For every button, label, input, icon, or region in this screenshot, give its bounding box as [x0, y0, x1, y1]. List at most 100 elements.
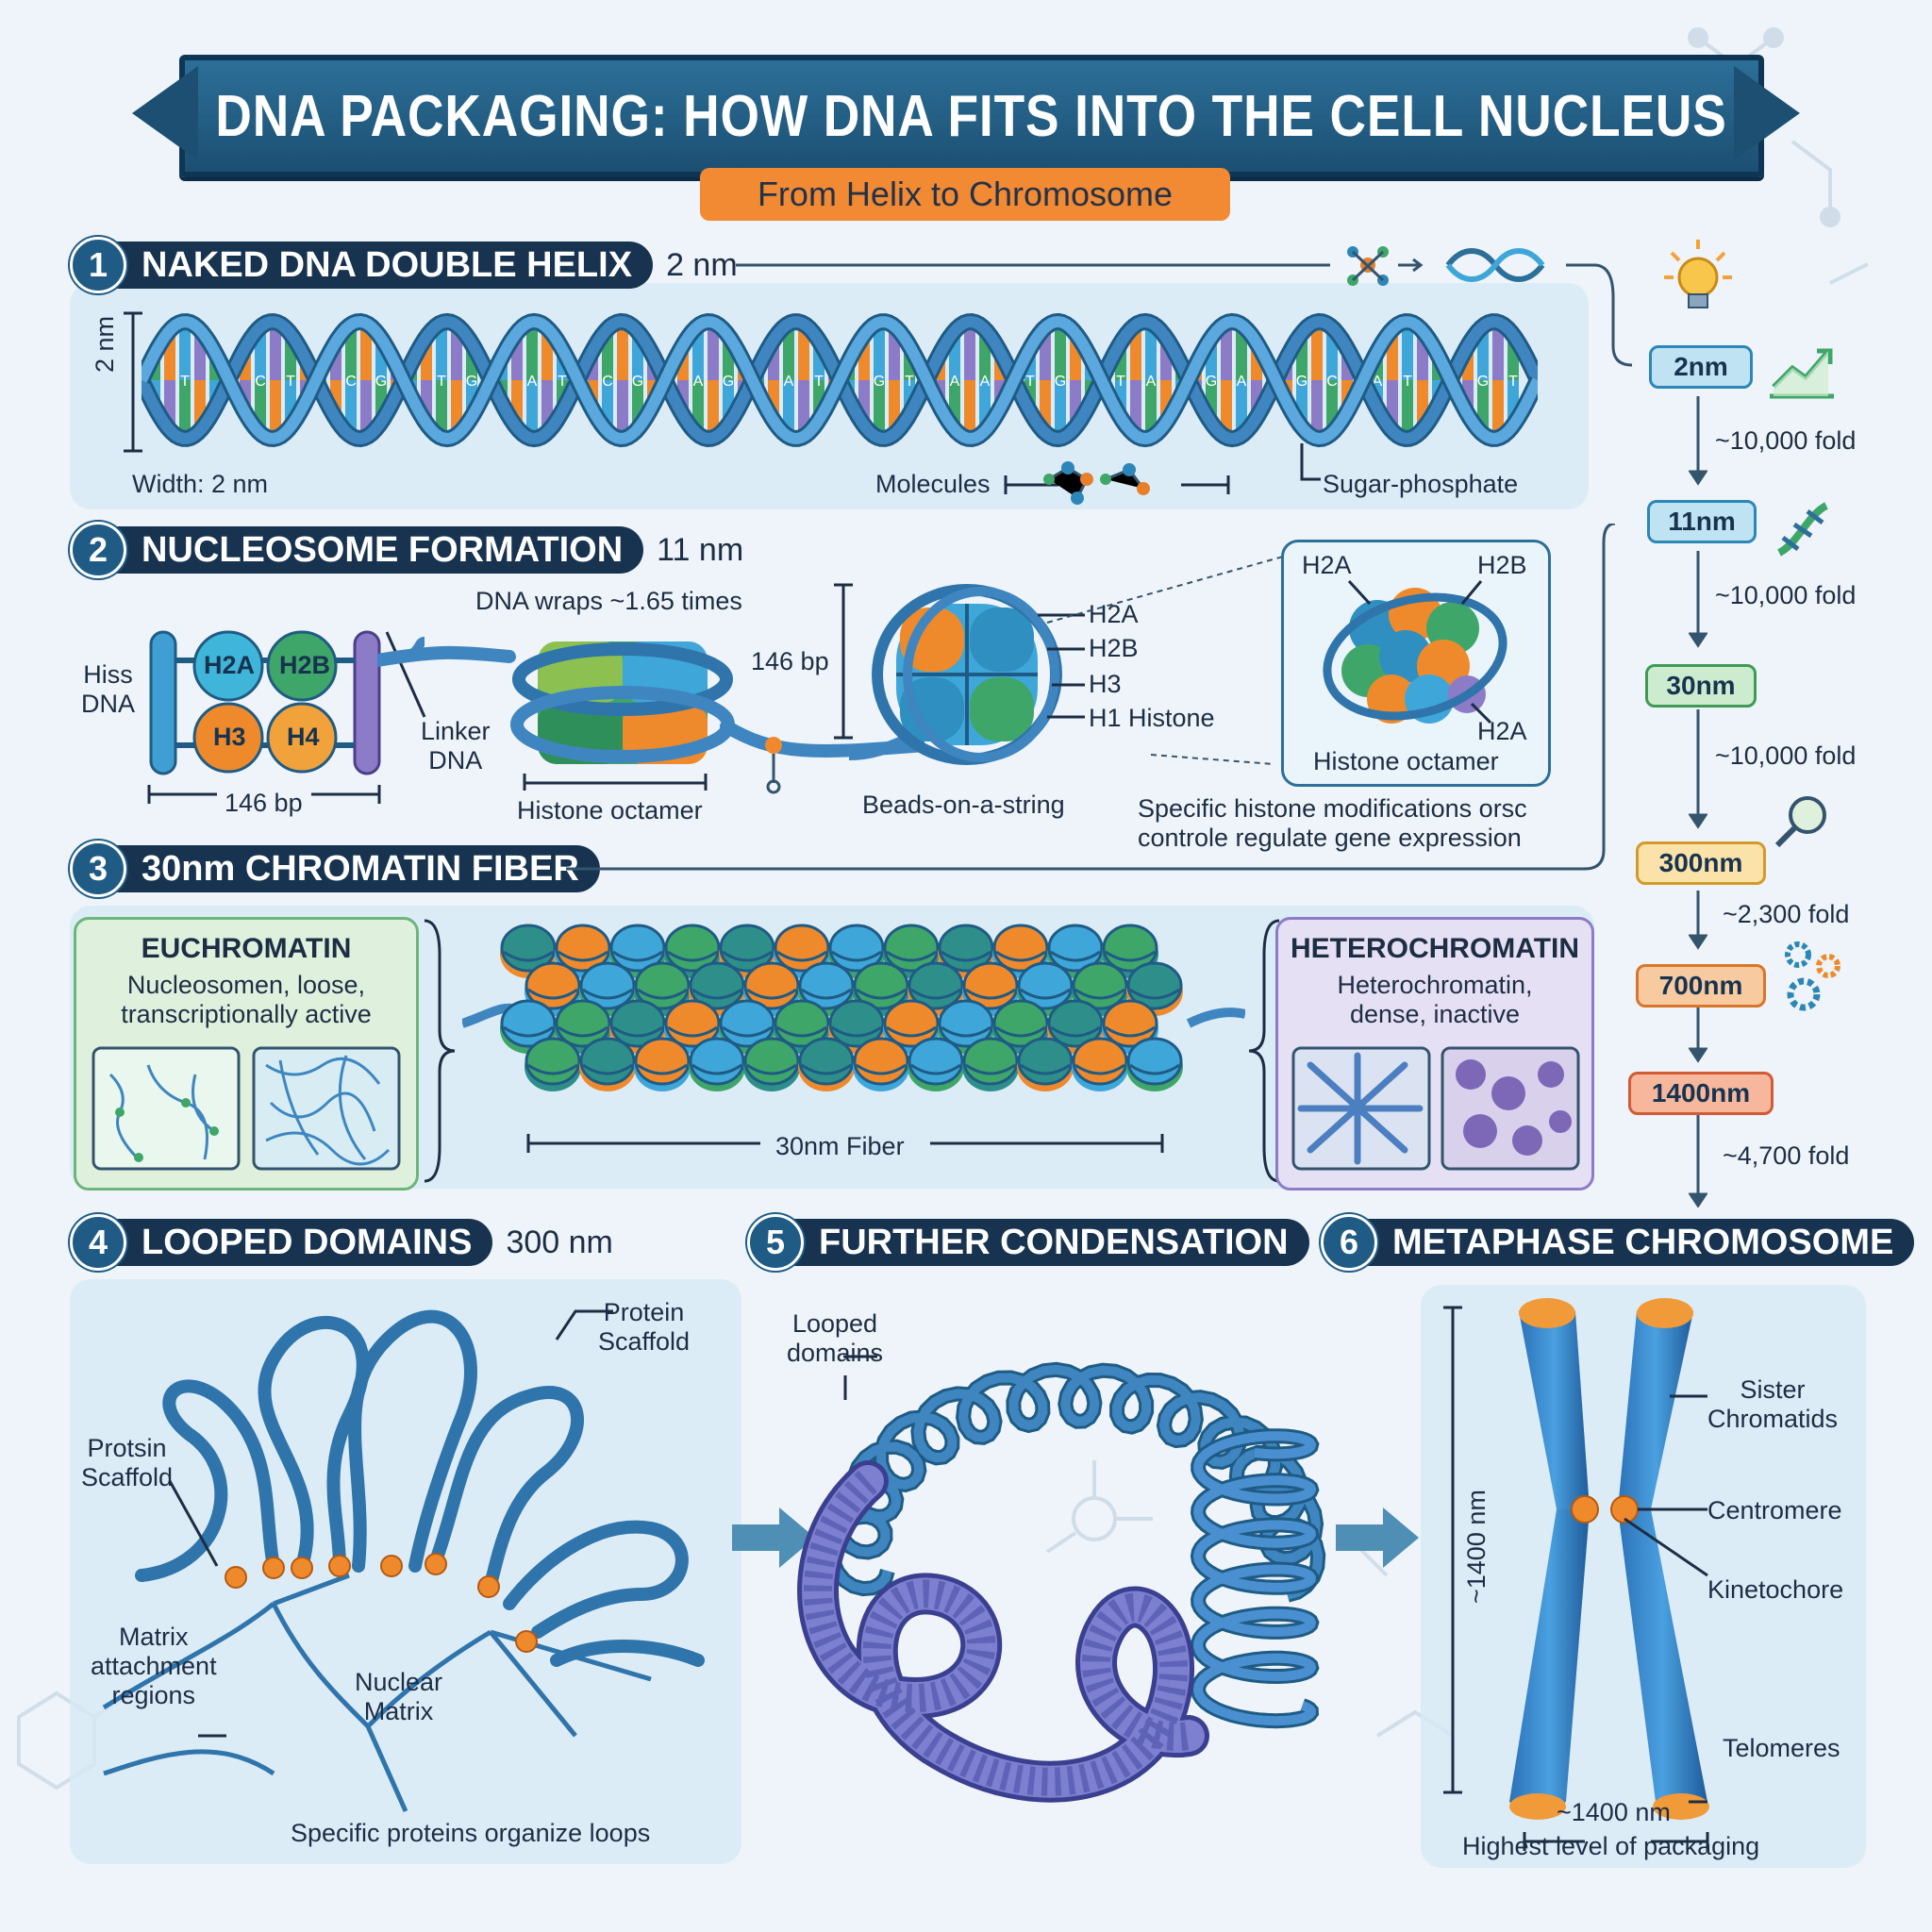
scale-step-2nm: 2nm: [1649, 345, 1753, 389]
heterochromatin-desc: Heterochromatin, dense, inactive: [1337, 971, 1533, 1029]
section-number: 1: [70, 237, 126, 293]
section-title: NUCLEOSOME FORMATION: [109, 526, 644, 574]
linker-wrap: [1020, 988, 1071, 1000]
looped-domains-illustration: [102, 1309, 705, 1813]
base-letter: A: [1237, 374, 1247, 390]
molecule-icon: [1347, 246, 1389, 286]
fold-label: ~4,700 fold: [1723, 1141, 1850, 1170]
protein-scaffold-top-label: Protein Scaffold: [598, 1298, 691, 1357]
linker-wrap: [667, 950, 718, 962]
linker-wrap: [856, 988, 907, 1000]
linker-wrap: [776, 950, 827, 962]
fiber-connector-line: [566, 524, 1616, 871]
h2b-label: H2B: [279, 651, 331, 679]
base-letter: A: [980, 374, 991, 390]
linker-wrap: [746, 988, 797, 1000]
base-pair: [708, 322, 719, 380]
base-pair: [874, 380, 885, 439]
nucleosome-bead: [853, 1037, 909, 1086]
base-letter: G: [632, 374, 643, 390]
looped-domains-pointer: [843, 1355, 877, 1400]
linker-wrap: [582, 988, 633, 1000]
base-letter: T: [558, 374, 567, 390]
histone-octamer-label-a: Histone octamer: [517, 796, 703, 824]
nucleosome-bead: [1126, 1037, 1183, 1086]
linker-wrap: [1074, 1063, 1125, 1075]
scale-step-300nm: 300nm: [1636, 841, 1766, 885]
base-letter: T: [1403, 374, 1412, 390]
base-pair: [270, 322, 281, 380]
scale-step-11nm: 11nm: [1647, 500, 1757, 543]
base-letter: G: [466, 374, 477, 390]
chromosome-height-label: ~1400 nm: [1462, 1490, 1491, 1604]
arrow-4-to-5: [732, 1507, 815, 1568]
scale-step-700nm: 700nm: [1636, 964, 1766, 1008]
base-pair: [1402, 380, 1413, 439]
linker-wrap: [1105, 950, 1156, 962]
section-number: 3: [70, 841, 126, 897]
linker-wrap: [965, 988, 1016, 1000]
nucleosome-side-view: [849, 584, 1085, 765]
fold-label: ~10,000 fold: [1715, 741, 1857, 770]
linker-wrap: [1050, 1025, 1101, 1038]
base-letter: G: [375, 374, 387, 390]
section-size: 11 nm: [657, 531, 744, 568]
base-letter: A: [1146, 374, 1157, 390]
fold-label: ~2,300 fold: [1723, 900, 1850, 928]
linker-wrap: [910, 1063, 961, 1075]
base-pair: [436, 323, 447, 380]
molecules-label: Molecules: [875, 470, 991, 498]
base-letter: G: [1206, 374, 1217, 390]
protein-scaffold-left-label: Protsin Scaffold: [81, 1434, 174, 1492]
highest-level-label: Highest level of packaging: [1462, 1832, 1760, 1860]
chromosome-width-label: ~1400 nm: [1557, 1798, 1671, 1826]
base-letter: T: [905, 374, 914, 390]
coil-strand: [1192, 1431, 1317, 1726]
base-pair: [360, 323, 372, 380]
linker-wrap: [1074, 988, 1125, 1000]
nucleosome-bead: [1017, 1037, 1074, 1086]
metaphase-chromosome: [1443, 1298, 1709, 1851]
linker-wrap: [691, 1063, 742, 1075]
base-letter: A: [784, 374, 794, 390]
linker-wrap: [582, 1063, 633, 1075]
linker-wrap: [691, 988, 742, 1000]
organize-loops-label: Specific proteins organize loops: [291, 1819, 651, 1847]
heterochromatin-title: HETEROCHROMATIN: [1290, 933, 1580, 964]
growth-chart-icon: [1770, 348, 1834, 399]
base-letter: G: [874, 374, 885, 390]
euchromatin-box: EUCHROMATIN Nucleosomen, loose, transcri…: [74, 917, 419, 1191]
linker-wrap: [965, 1063, 1016, 1075]
telomeres-label: Telomeres: [1723, 1734, 1840, 1762]
eu-bracket: [424, 919, 456, 1183]
base-letter: G: [1477, 374, 1489, 390]
histone-octamer-bracket: [523, 774, 708, 791]
octamer-3d: [1323, 579, 1507, 724]
base-letter: T: [1508, 374, 1518, 390]
linker-wrap: [1129, 988, 1180, 1000]
section-number: 4: [70, 1214, 126, 1271]
histone-schematic: [149, 630, 425, 775]
dna-wraps-label: DNA wraps ~1.65 times: [475, 587, 742, 615]
scale-arrows: [1689, 396, 1707, 1208]
base-letter: T: [286, 374, 295, 390]
nucleosome-bead: [1072, 1037, 1128, 1086]
sugar-phosphate-pointer: [1300, 443, 1321, 481]
subtitle-badge: From Helix to Chromosome: [700, 168, 1230, 221]
sugar-phosphate-label: Sugar-phosphate: [1323, 470, 1519, 498]
base-pair: [1402, 322, 1413, 380]
h4-label: H4: [287, 723, 320, 751]
linker-wrap: [612, 1025, 663, 1038]
beads-on-a-string-label: Beads-on-a-string: [862, 791, 1065, 819]
section-title: NAKED DNA DOUBLE HELIX: [109, 242, 654, 289]
linker-wrap: [831, 1025, 882, 1038]
helix-side-label: 2 nm: [91, 315, 119, 373]
nuclear-matrix-label: Nuclear Matrix: [355, 1668, 443, 1726]
linker-wrap: [856, 1063, 907, 1075]
base-pair: [1492, 380, 1504, 439]
base-letter: A: [1373, 374, 1383, 390]
base-letter: T: [180, 374, 190, 390]
linker-wrap: [558, 1025, 608, 1038]
bp-146-label-a: 146 bp: [225, 789, 303, 817]
helix-height-bracket: [124, 311, 142, 453]
